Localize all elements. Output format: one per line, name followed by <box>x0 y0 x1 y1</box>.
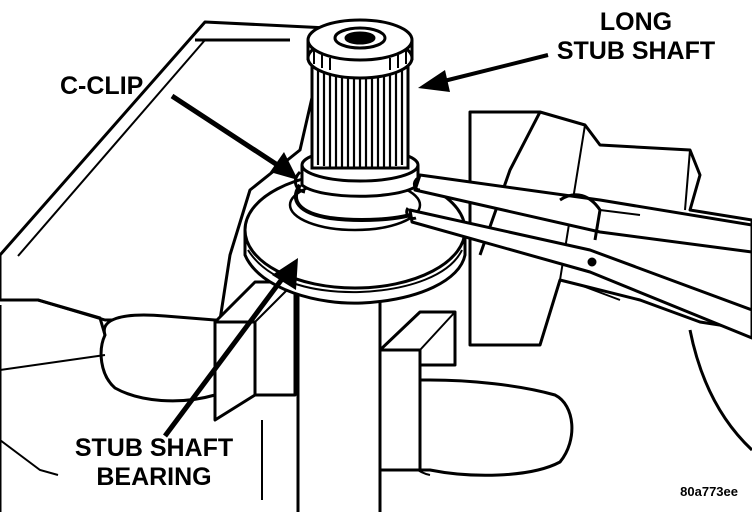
housing-right-lobe <box>397 378 574 477</box>
c-clip-ring <box>293 170 421 222</box>
snap-ring-pliers <box>405 173 752 340</box>
long-stub-shaft <box>300 18 420 198</box>
housing-block <box>0 20 330 336</box>
arrow-c-clip <box>170 93 298 180</box>
stub-shaft-bearing-label-line2: BEARING <box>96 463 212 491</box>
arrow-long-stub-shaft <box>418 53 549 92</box>
arrow-stub-shaft-bearing <box>162 258 298 438</box>
right-support-block <box>378 310 457 472</box>
lower-shaft <box>261 290 382 512</box>
stub-shaft-bearing-label-line1: STUB SHAFT <box>74 434 234 462</box>
long-stub-shaft-label: LONG STUB SHAFT <box>536 8 736 66</box>
left-support-block <box>213 280 297 422</box>
figure-code: 80a773ee <box>680 484 738 499</box>
spline-grooves <box>316 70 404 168</box>
bearing-flange <box>243 170 467 305</box>
stub-shaft-bearing-label: STUB SHAFT BEARING <box>54 434 254 492</box>
long-stub-shaft-label-line2: STUB SHAFT <box>556 37 716 65</box>
long-stub-shaft-label-line1: LONG <box>599 8 673 36</box>
callout-arrows <box>162 53 549 438</box>
c-clip-label: C-CLIP <box>60 72 144 100</box>
housing-left-lobe <box>0 305 217 512</box>
